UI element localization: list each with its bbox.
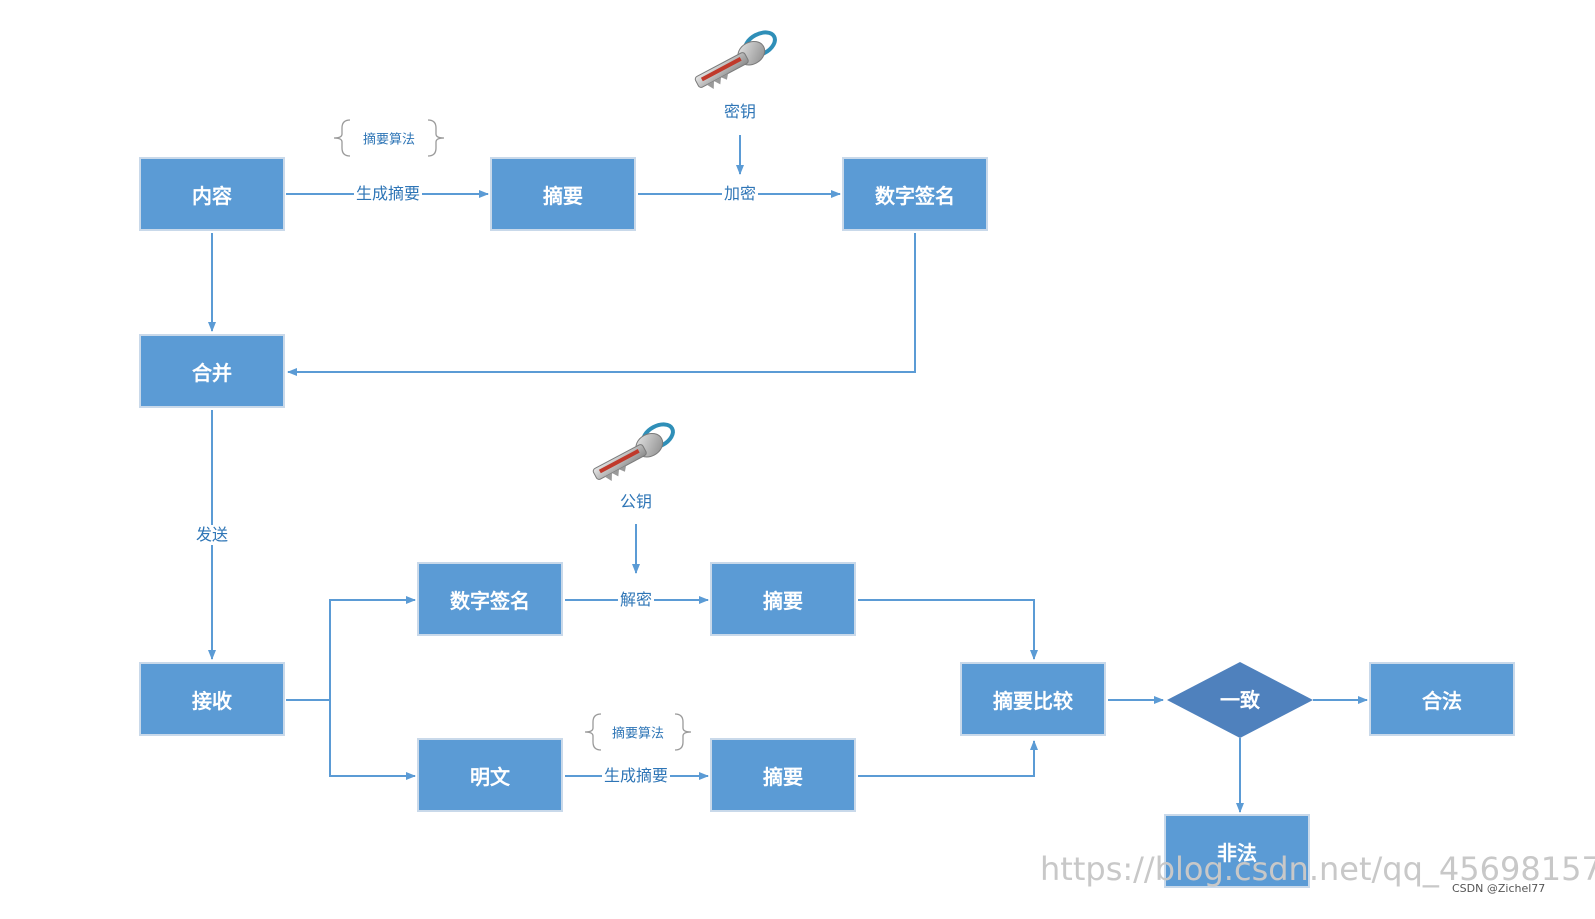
node-signature-top: 数字签名 <box>842 157 988 231</box>
key-icon <box>694 30 777 90</box>
edge-signature-merge <box>287 233 916 376</box>
node-legal: 合法 <box>1369 662 1515 736</box>
watermark-url: https://blog.csdn.net/qq_45698157 <box>1040 850 1595 888</box>
edge-label-encrypt: 加密 <box>721 184 759 204</box>
node-compare: 摘要比较 <box>960 662 1106 736</box>
node-illegal: 非法 <box>1164 814 1310 888</box>
curly-brace-icon <box>584 713 692 751</box>
node-plaintext: 明文 <box>417 738 563 812</box>
node-digest-top: 摘要 <box>490 157 636 231</box>
edge-label-send: 发送 <box>193 525 231 545</box>
decision-diamond <box>1167 662 1313 738</box>
node-merge: 合并 <box>139 334 285 408</box>
edge-label-decrypt: 解密 <box>617 590 655 610</box>
annotation-algorithm-top: 摘要算法 <box>362 132 416 148</box>
node-receive: 接收 <box>139 662 285 736</box>
edge-digest-compare-bottom <box>858 740 1038 777</box>
annotation-private-key: 密钥 <box>723 102 757 121</box>
node-consistent: 一致 <box>1220 687 1260 712</box>
edge-label-generate-digest-top: 生成摘要 <box>353 184 423 204</box>
annotation-algorithm-bottom: 摘要算法 <box>611 726 665 742</box>
key-icon <box>592 422 675 482</box>
annotation-public-key: 公钥 <box>619 492 653 511</box>
edge-label-generate-digest-bottom: 生成摘要 <box>601 766 671 786</box>
edge-branch-plaintext <box>329 700 416 780</box>
edge-digest-compare-top <box>858 599 1038 660</box>
curly-brace-icon <box>333 119 445 157</box>
node-digest-low: 摘要 <box>710 738 856 812</box>
node-digest-mid: 摘要 <box>710 562 856 636</box>
node-signature-bottom: 数字签名 <box>417 562 563 636</box>
edge-branch-signature <box>329 596 416 700</box>
credit-text: CSDN @Zichel77 <box>1452 882 1546 895</box>
node-content: 内容 <box>139 157 285 231</box>
